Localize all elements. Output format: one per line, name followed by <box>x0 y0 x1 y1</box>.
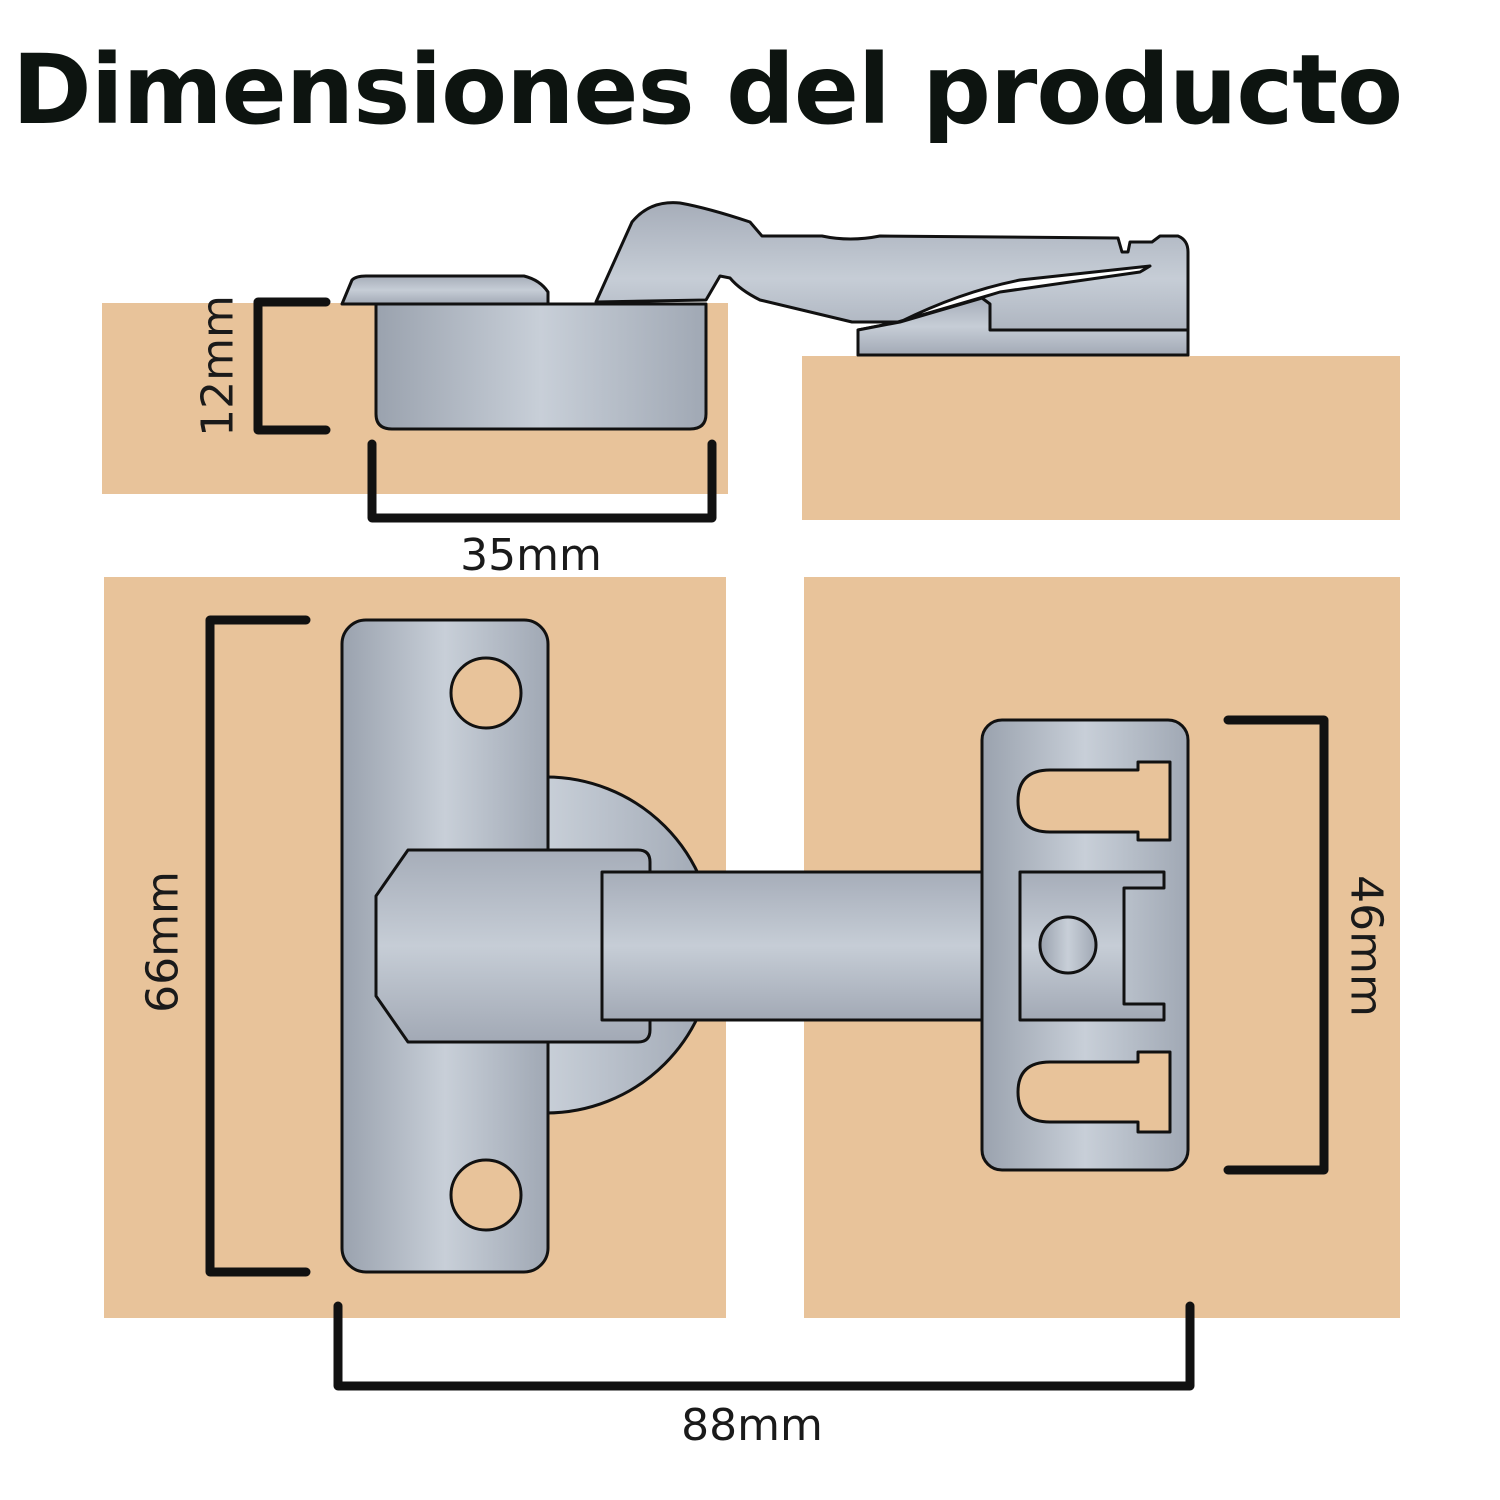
mounting-plate-side <box>856 296 1190 357</box>
page-title: Dimensiones del producto <box>12 34 1403 146</box>
bracket-12mm <box>253 297 331 435</box>
slot-bottom <box>1016 1050 1172 1134</box>
label-35mm: 35mm <box>460 530 602 581</box>
screw-hole-bottom <box>449 1158 523 1232</box>
hinge-side-view <box>340 201 1190 431</box>
bracket-66mm <box>205 615 311 1277</box>
label-88mm: 88mm <box>681 1400 823 1451</box>
bracket-46mm <box>1223 715 1329 1175</box>
screw-hole-top <box>449 656 523 730</box>
label-66mm: 66mm <box>138 871 189 1013</box>
cup-body-side <box>374 302 708 431</box>
hinge-knuckle <box>374 848 652 1044</box>
bracket-35mm <box>367 439 717 523</box>
label-46mm: 46mm <box>1341 875 1392 1017</box>
wood-panel-top-right <box>802 356 1400 520</box>
bracket-88mm <box>333 1301 1195 1391</box>
slot-top <box>1016 760 1172 842</box>
mounting-plate-front <box>980 718 1190 1172</box>
label-12mm: 12mm <box>193 295 244 437</box>
cup-flange-side <box>340 274 550 306</box>
arm-screw <box>1038 915 1098 975</box>
dimension-brackets <box>205 297 1329 1391</box>
